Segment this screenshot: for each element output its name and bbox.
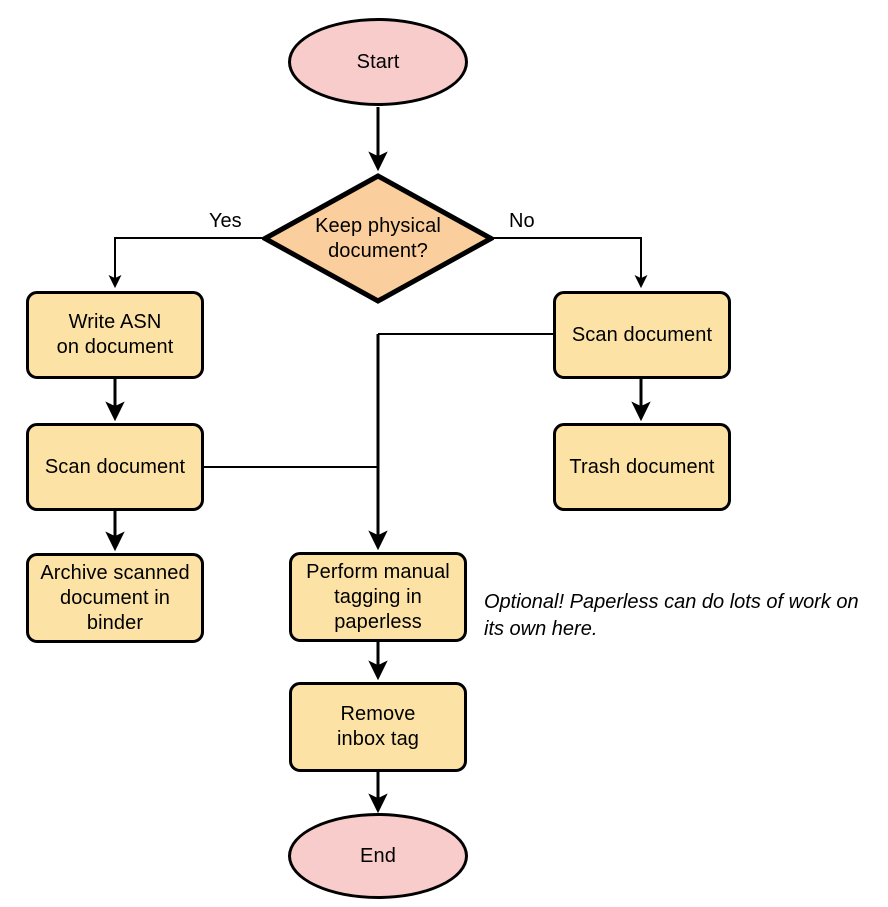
node-write-asn-label-line2: on document <box>56 336 174 358</box>
node-decision-label: Keep physical document? <box>262 214 494 264</box>
node-decision-label-line1: Keep physical <box>315 214 441 237</box>
annotation-optional-note-line2: its own here. <box>484 618 598 640</box>
node-perform-manual-tagging-in-paperless[interactable]: Perform manual tagging in paperless <box>289 552 467 642</box>
diamond-shape <box>262 173 494 304</box>
node-scan-document-left-label: Scan document <box>44 455 186 478</box>
node-trash-document[interactable]: Trash document <box>553 423 731 511</box>
node-archive-label-line3: binder <box>86 611 144 634</box>
node-remove-inbox-label: Remove inbox tag <box>337 702 419 752</box>
node-archive-label-line1: Archive scanned <box>40 561 190 584</box>
node-decision-keep-physical-document[interactable]: Keep physical document? <box>262 173 494 304</box>
node-remove-inbox-label-line1: Remove <box>340 703 416 725</box>
node-archive-label: Archive scanned document in binder <box>40 561 189 636</box>
annotation-optional-note: Optional! Paperless can do lots of work … <box>484 589 884 643</box>
node-tagging-label: Perform manual tagging in paperless <box>306 560 450 635</box>
node-tagging-label-line3: paperless <box>334 610 422 633</box>
annotation-optional-note-line1: Optional! Paperless can do lots of work … <box>484 591 859 613</box>
node-end[interactable]: End <box>288 813 468 899</box>
node-trash-document-label: Trash document <box>569 455 715 478</box>
node-scan-document-left[interactable]: Scan document <box>26 423 204 511</box>
edge-label-yes: Yes <box>209 210 242 232</box>
node-decision-label-line2: document? <box>328 239 428 262</box>
node-start[interactable]: Start <box>288 18 468 106</box>
node-scan-document-right[interactable]: Scan document <box>553 291 731 379</box>
node-start-label: Start <box>356 50 400 73</box>
node-remove-inbox-label-line2: inbox tag <box>336 728 420 750</box>
node-write-asn-on-document[interactable]: Write ASN on document <box>26 291 204 379</box>
node-end-label: End <box>360 844 396 867</box>
edge-yes-to-write-asn <box>108 237 263 289</box>
edge-no-to-scan-right <box>493 237 648 289</box>
node-archive-label-line2: document in <box>59 586 171 609</box>
node-scan-document-right-label: Scan document <box>571 323 713 346</box>
node-write-asn-label-line1: Write ASN <box>68 311 162 333</box>
node-write-asn-label: Write ASN on document <box>57 310 174 360</box>
node-remove-inbox-tag[interactable]: Remove inbox tag <box>289 682 467 772</box>
node-tagging-label-line1: Perform manual <box>306 560 450 583</box>
node-archive-scanned-document-in-binder[interactable]: Archive scanned document in binder <box>26 553 204 643</box>
edge-label-no: No <box>509 210 535 232</box>
node-tagging-label-line2: tagging in <box>334 585 422 608</box>
